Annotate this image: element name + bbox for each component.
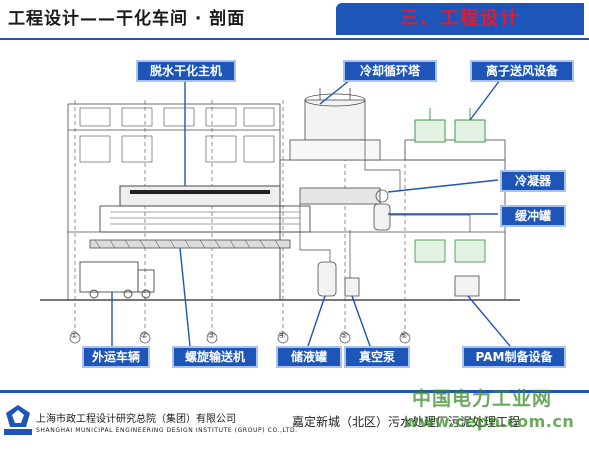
equipment-green-lower: [414, 239, 486, 263]
callout-ion-fan: 离子送风设备: [470, 60, 574, 82]
axis-label-1: ①: [70, 331, 79, 341]
callout-screw-conveyor: 螺旋输送机: [172, 346, 258, 368]
roof-parapet: [404, 139, 506, 161]
buffer-tank-unit: [373, 203, 391, 231]
structural-columns: [74, 100, 406, 336]
watermark-site-name: 中国电力工业网: [412, 388, 553, 410]
footer-org-name-en: SHANGHAI MUNICIPAL ENGINEERING DESIGN IN…: [36, 427, 298, 434]
section-badge: 三、工程设计: [336, 3, 584, 35]
footer-divider: [0, 390, 589, 393]
axis-label-2: ②: [140, 331, 149, 341]
page-title: 工程设计——干化车间 · 剖面: [8, 9, 246, 29]
ion-fan-equipment: [414, 108, 486, 143]
callout-dewatering-dryer: 脱水干化主机: [136, 60, 236, 82]
callout-cooling-tower: 冷却循环塔: [343, 60, 437, 82]
dryer-main-unit: [99, 185, 311, 233]
callout-leaders: [111, 79, 511, 347]
axis-label-4: ④: [278, 331, 287, 341]
screw-conveyor-unit: [89, 239, 291, 249]
upper-windows: [79, 107, 275, 163]
watermark-url: www.cepn.com.cn: [404, 412, 575, 431]
axis-label-6: ⑥: [400, 331, 409, 341]
axis-label-5: ⑤: [340, 331, 349, 341]
pam-equipment-unit: [454, 275, 480, 297]
building-right-outline: [279, 159, 506, 301]
footer-project-name: 嘉定新城（北区）污水处理厂污泥处理工程: [292, 415, 521, 429]
cooling-tower-unit: [289, 88, 381, 161]
callout-condenser: 冷凝器: [500, 170, 566, 192]
callout-pam-equipment: PAM制备设备: [462, 346, 566, 368]
callout-buffer-tank: 缓冲罐: [500, 205, 566, 227]
condenser-unit: [299, 187, 389, 205]
vacuum-pump-unit: [344, 277, 360, 297]
storage-tank-unit: [317, 261, 337, 297]
callout-storage-tank: 储液罐: [276, 346, 342, 368]
axis-label-3: ③: [207, 331, 216, 341]
section-drawing: [40, 79, 520, 347]
callout-vacuum-pump: 真空泵: [344, 346, 410, 368]
transport-truck-drawing: [79, 261, 155, 299]
title-divider: [0, 38, 589, 40]
footer-org-name: 上海市政工程设计研究总院（集团）有限公司: [36, 414, 236, 425]
callout-transport-truck: 外运车辆: [82, 346, 150, 368]
column-grid-circles: [69, 332, 411, 344]
smedi-logo-icon: [4, 405, 32, 435]
